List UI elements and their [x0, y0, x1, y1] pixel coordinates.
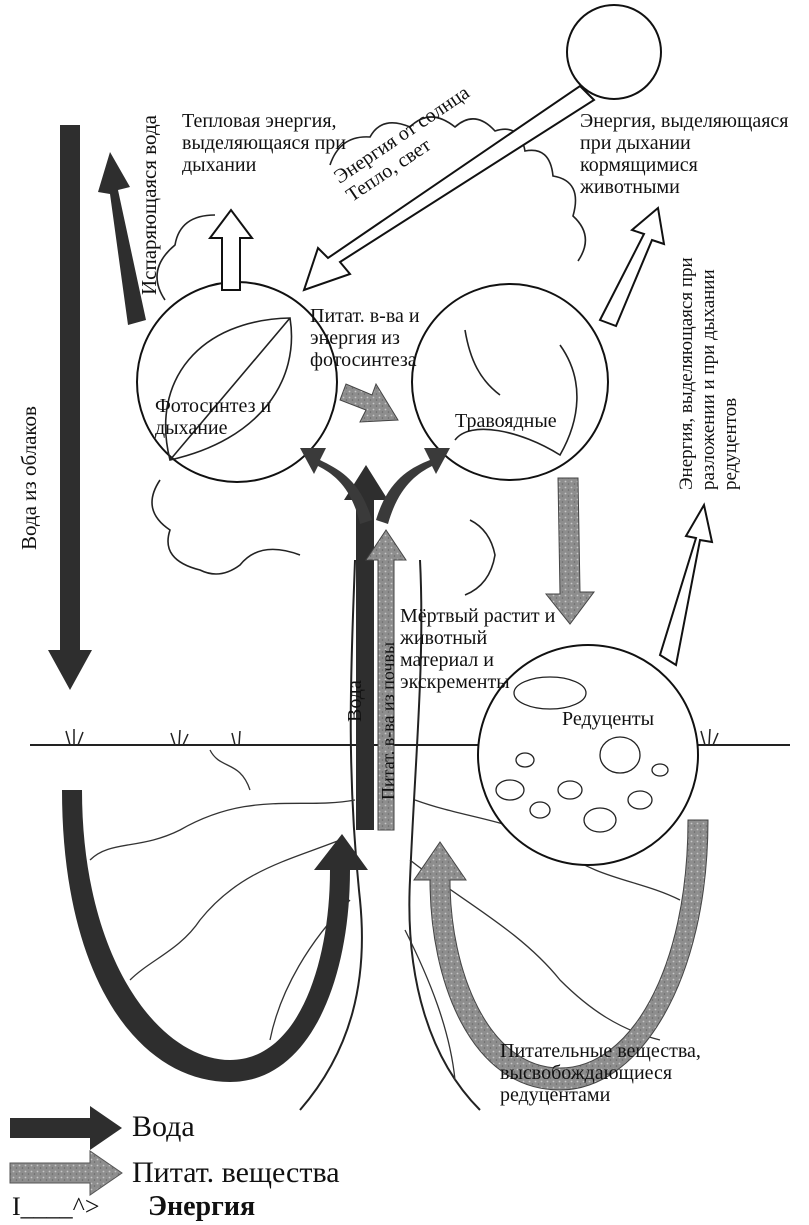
- heat-respiration-arrow: [210, 210, 252, 290]
- decomposer-energy-arrow: [660, 505, 712, 665]
- soil-water-cycle-arrow: [62, 790, 368, 1082]
- decomposer-energy-label: Энергия, выделяющаяся при разложении и п…: [676, 220, 748, 490]
- evaporating-water-label: Испаряющаяся вода: [138, 95, 160, 295]
- animal-respiration-label: Энергия, выделяющаяся при дыхании кормящ…: [580, 110, 802, 198]
- legend-energy-label: Энергия: [148, 1190, 255, 1224]
- nutrients-from-soil-label: Питат. в-ва из почвы: [377, 590, 399, 800]
- legend-nutrient-arrow: [10, 1151, 122, 1195]
- herbivores-label: Травоядные: [455, 410, 585, 432]
- dead-material-label: Мёртвый растит и животный материал и экс…: [400, 605, 560, 693]
- nutrients-photosynthesis-label: Питат. в-ва и энергия из фотосинтеза: [310, 305, 440, 371]
- released-nutrients-label: Питательные вещества, высвобождающиеся р…: [500, 1040, 780, 1106]
- legend-water-arrow: [10, 1106, 122, 1150]
- rain-water-arrow: [48, 125, 92, 690]
- photosynthesis-label: Фотосинтез и дыхание: [155, 395, 295, 439]
- animal-energy-arrow: [600, 208, 664, 326]
- legend-water-label: Вода: [132, 1110, 195, 1144]
- herbivore-to-decay-arrow: [546, 478, 594, 624]
- water-up-label: Вода: [344, 672, 366, 722]
- sun-icon: [567, 5, 661, 99]
- legend-energy-prefix: I____^>: [12, 1190, 100, 1224]
- rain-water-label: Вода из облаков: [18, 330, 40, 550]
- legend-nutrients-label: Питат. вещества: [132, 1156, 340, 1190]
- photosynthesis-nutrient-arrow: [340, 384, 398, 422]
- decomposers-label: Редуценты: [562, 708, 702, 730]
